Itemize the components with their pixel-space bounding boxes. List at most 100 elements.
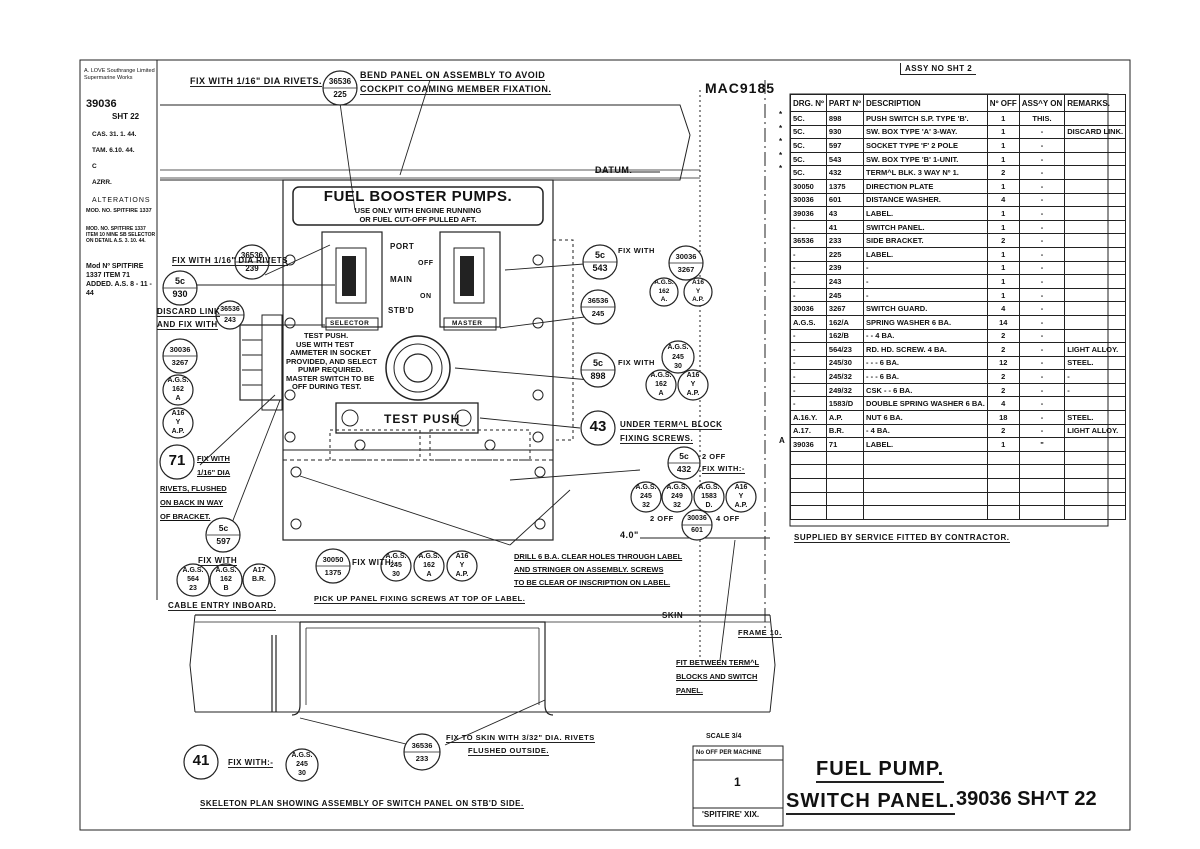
panel-title: FUEL BOOSTER PUMPS.	[323, 188, 513, 205]
parts-cell: 41	[825, 219, 865, 235]
balloon-text-71: 71	[168, 452, 186, 469]
b-top: 36536	[220, 306, 240, 313]
note-bend-panel: BEND PANEL ON ASSEMBLY TO AVOID	[360, 70, 546, 81]
balloon-a16-right	[683, 277, 713, 307]
parts-cell	[1018, 464, 1066, 480]
b-l3: 30	[298, 770, 306, 777]
parts-cell	[1064, 206, 1127, 221]
row-marker	[779, 246, 789, 260]
b-l2: Y	[738, 493, 744, 500]
label-master: MASTER	[452, 320, 483, 327]
parts-cell: 601	[825, 192, 865, 208]
b-l2: Y	[175, 419, 181, 426]
parts-cell: 2	[986, 328, 1020, 344]
parts-cell	[825, 505, 865, 520]
label-stbd: STB'D	[388, 306, 415, 315]
parts-cell: LIGHT ALLOY.	[1064, 342, 1127, 357]
parts-cell	[1064, 396, 1127, 412]
note-fixing-screws: FIXING SCREWS.	[620, 434, 694, 444]
parts-row	[790, 491, 1127, 507]
b-bottom: 3267	[677, 265, 695, 274]
row-marker	[779, 205, 789, 219]
parts-cell: A.16.Y.	[790, 410, 827, 425]
note-4-off: 4 OFF	[716, 514, 740, 523]
parts-cell	[825, 491, 865, 507]
b-bottom: 597	[216, 536, 231, 546]
b-l2: 162	[423, 562, 435, 569]
parts-cell: -	[1018, 314, 1066, 330]
row-marker	[779, 368, 789, 382]
note-2-off-a: 2 OFF	[702, 452, 726, 461]
parts-cell: TERM^L BLK. 3 WAY Nº 1.	[863, 165, 988, 180]
parts-cell: -	[1018, 246, 1066, 262]
b-bottom: 1375	[324, 568, 342, 577]
parts-cell	[1064, 505, 1127, 520]
b-bottom: 898	[590, 371, 606, 381]
fix71-line-2: 1/16" DIA	[197, 468, 231, 477]
parts-row: A.17.B.R.- 4 BA.2-LIGHT ALLOY.	[790, 423, 1127, 439]
parts-row: A.16.Y.A.P.NUT 6 BA.18-STEEL.	[790, 410, 1127, 425]
alteration-3: Mod Nº SPITFIRE 1337 ITEM 71 ADDED. A.S.…	[86, 263, 152, 297]
parts-cell	[1064, 165, 1127, 180]
drill-line-3: TO BE CLEAR OF INSCRIPTION ON LABEL.	[514, 578, 671, 587]
b-l3: D.	[705, 502, 713, 509]
parts-cell	[825, 478, 865, 493]
parts-cell: -	[790, 219, 827, 235]
row-marker	[779, 423, 789, 437]
note-fix-with-543: FIX WITH	[618, 246, 655, 255]
parts-cell: 162/B	[825, 328, 865, 344]
row-marker	[779, 260, 789, 274]
parts-cell	[790, 450, 827, 466]
b-top: 36536	[328, 77, 352, 86]
note-dimension: 4.0"	[620, 530, 639, 540]
fit-line-2: BLOCKS AND SWITCH	[676, 672, 758, 681]
drawing-title-2: SWITCH PANEL.	[786, 790, 956, 815]
b-l1: A.G.S.	[291, 752, 313, 759]
parts-cell: DISCARD LINK.	[1064, 124, 1127, 140]
parts-cell	[863, 491, 988, 507]
parts-cell: 239	[825, 260, 865, 276]
parts-cell: -	[1018, 219, 1066, 235]
parts-cell: -	[1018, 274, 1066, 289]
parts-cell: 5C.	[790, 111, 827, 126]
balloon-ags-162a-b	[413, 550, 445, 582]
parts-cell: -	[790, 342, 827, 357]
parts-cell: -	[1018, 178, 1066, 194]
balloon-ags-249-32	[661, 481, 693, 513]
note-datum: DATUM.	[595, 165, 633, 175]
parts-cell	[790, 505, 827, 520]
parts-cell: 245	[825, 287, 865, 303]
parts-cell: 898	[825, 111, 865, 126]
parts-cell: 3267	[825, 301, 865, 316]
parts-cell: 1583/D	[825, 396, 865, 412]
parts-cell	[1064, 111, 1127, 126]
row-marker	[779, 341, 789, 355]
b-top: 5c	[174, 276, 185, 286]
parts-cell: 12	[986, 355, 1020, 371]
b-l1: A16	[455, 553, 469, 560]
b-l2: Y	[459, 562, 465, 569]
panel-subtitle-2: OR FUEL CUT-OFF PULLED AFT.	[359, 215, 477, 224]
parts-cell: 1375	[825, 178, 865, 194]
parts-cell: 36536	[790, 233, 827, 248]
balloon-a16	[162, 407, 194, 439]
parts-cell: 1	[986, 151, 1020, 167]
parts-cell: LABEL.	[863, 437, 988, 452]
parts-cell: -	[790, 355, 827, 371]
parts-cell: SWITCH GUARD.	[863, 301, 988, 316]
b-l2: 162	[655, 381, 667, 388]
parts-cell	[790, 464, 827, 480]
